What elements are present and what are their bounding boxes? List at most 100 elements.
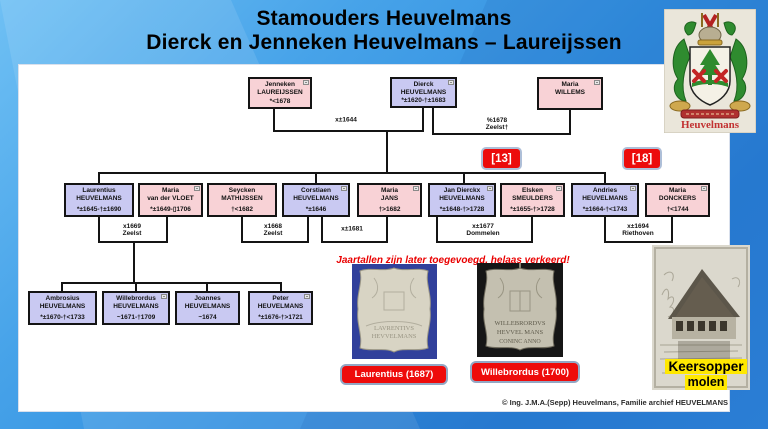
mill-caption-line2: molen	[684, 375, 728, 390]
person-surname: HEUVELMANS	[76, 194, 122, 202]
person-surname: HEUVELMANS	[257, 302, 304, 310]
copyright-text: © Ing. J.M.A.(Sepp) Heuvelmans, Familie …	[502, 398, 728, 407]
person-dates: *±1664-†<1743	[582, 206, 628, 213]
person-dates: *±1676-†>1721	[258, 314, 303, 321]
person-box-willebrordus-heuvelmans[interactable]: Willebrordus HEUVELMANS ~1671-†1709	[102, 291, 170, 325]
person-box-elsken-smeulders[interactable]: Elsken SMEULDERS *±1655-†>1728	[500, 183, 565, 217]
person-box-laurentius-heuvelmans[interactable]: Laurentius HEUVELMANS *±1645-†±1690	[64, 183, 134, 217]
seal-engraving: HEVVEL MANS	[497, 329, 544, 336]
person-dates: *±1645-†±1690	[76, 206, 122, 213]
ref-badge-13[interactable]: [13]	[481, 147, 522, 170]
person-surname: HEUVELMANS	[400, 88, 447, 96]
person-box-maria-willems[interactable]: Maria WILLEMS	[537, 77, 603, 110]
person-box-joannes-heuvelmans[interactable]: Joannes HEUVELMANS ~1674	[175, 291, 240, 325]
person-given-name: Peter	[272, 295, 289, 302]
seal-engraving: HEVVELMANS	[372, 333, 417, 340]
person-surname: HEUVELMANS	[582, 194, 628, 202]
heuvelmans-coat-of-arms-icon: Heuvelmans	[664, 9, 756, 133]
photo-marker-icon[interactable]	[701, 186, 707, 191]
person-given-name: Ambrosius	[45, 295, 80, 302]
person-dates: ~1671-†1709	[116, 314, 156, 321]
person-box-maria-donckers[interactable]: Maria DONCKERS †<1744	[645, 183, 710, 217]
person-surname: HEUVELMANS	[39, 302, 86, 310]
mill-caption-line1: Keersopper	[665, 359, 747, 374]
person-box-maria-jans[interactable]: Maria JANS †>1682	[357, 183, 422, 217]
person-box-seycken-mathijssen[interactable]: Seycken MATHIJSSEN †<1682	[207, 183, 277, 217]
photo-marker-icon[interactable]	[303, 80, 309, 85]
person-given-name: Corstiaen	[301, 187, 331, 194]
person-given-name: Seycken	[228, 187, 256, 194]
person-dates: *±1649-▯1706	[150, 206, 191, 213]
photo-marker-icon[interactable]	[487, 186, 493, 191]
person-box-peter-heuvelmans[interactable]: Peter HEUVELMANS *±1676-†>1721	[248, 291, 313, 325]
photo-marker-icon[interactable]	[448, 80, 454, 85]
person-dates: *±1648-†>1728	[439, 206, 485, 213]
person-dates: ~1674	[198, 314, 217, 321]
marriage-label: x±1644	[335, 116, 357, 124]
person-given-name: Maria	[669, 187, 686, 194]
person-dates: *±1655-†>1728	[510, 206, 555, 213]
laurentius-guild-shield-photo: LAVRENTIVS HEVVELMANS	[352, 264, 437, 359]
photo-marker-icon[interactable]	[413, 186, 419, 191]
arms-caption: Heuvelmans	[681, 119, 740, 131]
person-surname: WILLEMS	[555, 88, 585, 96]
person-given-name: Laurentius	[82, 187, 116, 194]
person-surname: HEUVELMANS	[113, 302, 159, 310]
page-title: Stamouders Heuvelmans	[256, 7, 512, 30]
person-given-name: Jenneken	[265, 81, 295, 88]
photo-marker-icon[interactable]	[161, 294, 167, 299]
seal-engraving: WILLEBRORDVS	[495, 320, 546, 327]
person-surname: HEUVELMANS	[293, 194, 339, 202]
person-box-jan-dierckx-heuvelmans[interactable]: Jan Dierckx HEUVELMANS *±1648-†>1728	[428, 183, 496, 217]
marriage-label: x±1681	[341, 225, 363, 233]
person-given-name: Maria	[162, 187, 179, 194]
photo-marker-icon[interactable]	[630, 186, 636, 191]
person-dates: *<1678	[269, 98, 291, 105]
person-box-andries-heuvelmans[interactable]: Andries HEUVELMANS *±1664-†<1743	[571, 183, 639, 217]
person-dates: *±1670-†<1733	[40, 314, 85, 321]
person-dates: †<1744	[666, 206, 689, 213]
seal-engraving: CONINC ANNO	[499, 339, 541, 345]
willebrordus-guild-shield-photo: WILLEBRORDVS HEVVEL MANS CONINC ANNO	[477, 263, 563, 357]
person-given-name: Joannes	[194, 295, 221, 302]
person-surname: SMEULDERS	[512, 194, 553, 202]
person-given-name: Andries	[592, 187, 618, 194]
person-surname: DONCKERS	[658, 194, 697, 202]
photo-marker-icon[interactable]	[194, 186, 200, 191]
person-dates: *±1646	[305, 206, 327, 213]
person-surname: HEUVELMANS	[439, 194, 485, 202]
person-dates: †<1682	[231, 206, 253, 213]
person-box-jenneken-laureijssen[interactable]: Jenneken LAUREIJSSEN *<1678	[248, 77, 312, 109]
seal-engraving: LAVRENTIVS	[374, 325, 414, 332]
person-given-name: Willebrordus	[116, 295, 156, 302]
photo-marker-icon[interactable]	[341, 186, 347, 191]
person-box-ambrosius-heuvelmans[interactable]: Ambrosius HEUVELMANS *±1670-†<1733	[28, 291, 97, 325]
person-surname: van der VLOET	[147, 194, 194, 202]
person-surname: JANS	[380, 194, 399, 202]
person-dates: *±1620-†±1683	[401, 97, 446, 104]
person-box-dierck-heuvelmans[interactable]: Dierck HEUVELMANS *±1620-†±1683	[390, 77, 457, 108]
person-surname: MATHIJSSEN	[221, 194, 263, 202]
person-given-name: Jan Dierckx	[443, 187, 481, 194]
ref-badge-18[interactable]: [18]	[622, 147, 662, 170]
person-surname: LAUREIJSSEN	[257, 88, 303, 96]
mill-caption: Keersopper molen	[660, 359, 752, 390]
person-box-corstiaen-heuvelmans[interactable]: Corstiaen HEUVELMANS *±1646	[282, 183, 350, 217]
tree-panel	[18, 64, 730, 412]
warning-note: Jaartallen zijn later toegevoegd, helaas…	[336, 255, 570, 266]
person-surname: HEUVELMANS	[184, 302, 231, 310]
person-box-maria-van-der-vloet[interactable]: Maria van der VLOET *±1649-▯1706	[138, 183, 203, 217]
page-subtitle: Dierck en Jenneken Heuvelmans – Laureijs…	[146, 31, 622, 54]
photo-marker-icon[interactable]	[304, 294, 310, 299]
photo-marker-icon[interactable]	[556, 186, 562, 191]
willebrordus-seal-button[interactable]: Willebrordus (1700)	[470, 361, 580, 383]
laurentius-seal-button[interactable]: Laurentius (1687)	[340, 364, 448, 385]
photo-marker-icon[interactable]	[594, 80, 600, 85]
person-given-name: Maria	[381, 187, 398, 194]
